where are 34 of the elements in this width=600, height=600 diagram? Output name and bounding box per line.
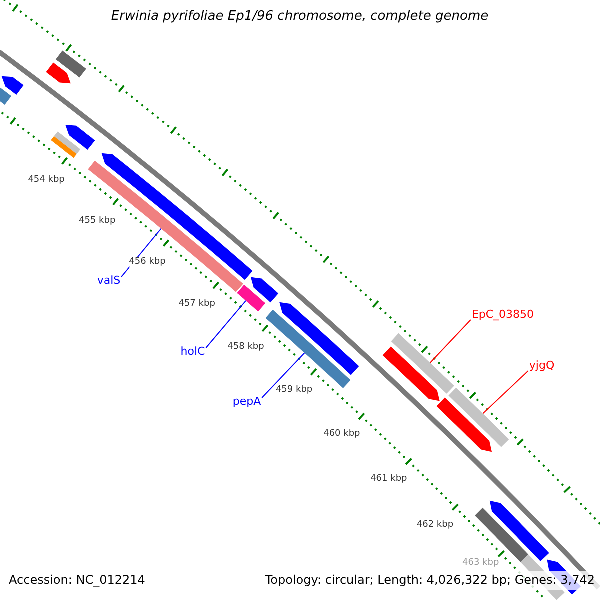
gene-block <box>436 398 492 452</box>
tick-label: 461 kbp <box>370 475 408 486</box>
tick-label: 457 kbp <box>178 300 216 310</box>
gene-block <box>382 346 440 402</box>
gene-label: EpC_03850 <box>472 308 534 322</box>
gene-label: pepA <box>232 396 262 408</box>
map-title: Erwinia pyrifoliae Ep1/96 chromosome, complete genome <box>111 9 489 24</box>
gene-label: yjgQ <box>529 360 555 372</box>
tick-label: 460 kbp <box>324 430 360 440</box>
gene-block <box>66 125 96 150</box>
gene-block <box>280 302 360 376</box>
tick-label: 462 kbp <box>416 520 454 531</box>
gene-bar <box>56 50 86 78</box>
gene-bar <box>391 333 454 394</box>
leader-line <box>206 300 246 348</box>
tick-label: 454 kbp <box>28 176 65 186</box>
gene-bar <box>54 132 81 154</box>
gene-bar <box>237 284 266 312</box>
tick-label: 463 kbp <box>462 558 500 569</box>
gene-bar <box>51 136 77 158</box>
tick-label: 458 kbp <box>228 342 264 353</box>
tick-label: 455 kbp <box>79 216 116 227</box>
leader-line <box>482 370 529 414</box>
gene-label: valS <box>97 274 121 288</box>
gene-bar <box>448 388 510 448</box>
gene-block <box>46 62 71 84</box>
gene-block <box>2 76 24 95</box>
gene-label: holC <box>180 346 206 358</box>
leader-line <box>430 320 472 364</box>
leader-line <box>262 352 306 398</box>
tick-label: 459 kbp <box>276 386 313 396</box>
gene-block <box>250 277 279 303</box>
tick-label: 456 kbp <box>129 258 166 268</box>
accession-text: Accession: NC_012214 <box>9 574 146 588</box>
